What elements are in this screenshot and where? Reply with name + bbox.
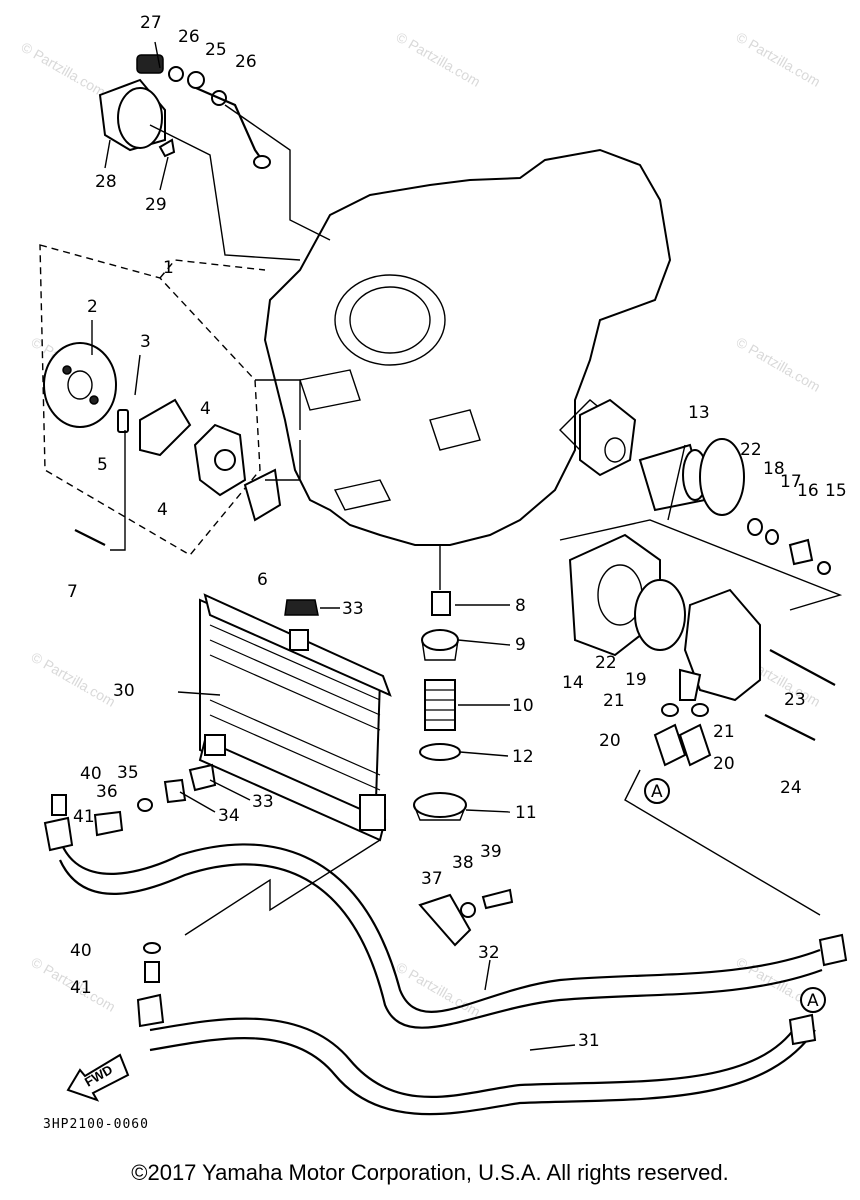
callout-27: 27 [140, 13, 162, 33]
callout-34: 34 [218, 806, 240, 826]
callout-13: 13 [688, 403, 710, 423]
callout-28: 28 [95, 172, 117, 192]
callout-8: 8 [515, 596, 526, 616]
callout-20: 20 [599, 731, 621, 751]
oil-cooler-hoses [43, 816, 848, 1116]
callout-20: 20 [713, 754, 735, 774]
marker-a-circle [644, 778, 670, 804]
oil-cooler [51, 593, 392, 842]
callout-25: 25 [205, 40, 227, 60]
callout-11: 11 [515, 803, 537, 823]
callout-32: 32 [478, 943, 500, 963]
oil-pump-assembly [39, 244, 301, 556]
callout-2: 2 [87, 297, 98, 317]
callout-16: 16 [797, 481, 819, 501]
watermark-text: © Partzilla.com [19, 39, 109, 100]
callout-30: 30 [113, 681, 135, 701]
callout-22: 22 [740, 440, 762, 460]
marker-a-circle [800, 987, 826, 1013]
callout-35: 35 [117, 763, 139, 783]
parts-diagram: © Partzilla.com © Partzilla.com © Partzi… [19, 13, 848, 1116]
relief-valve-stack [413, 545, 467, 821]
callout-33: 33 [342, 599, 364, 619]
callout-33: 33 [252, 792, 274, 812]
callout-29: 29 [145, 195, 167, 215]
callout-36: 36 [96, 782, 118, 802]
callout-41: 41 [70, 978, 92, 998]
callout-12: 12 [512, 747, 534, 767]
callout-37: 37 [421, 869, 443, 889]
copyright-notice: ©2017 Yamaha Motor Corporation, U.S.A. A… [131, 1160, 729, 1185]
marker-a: A [651, 782, 663, 802]
callout-labels: 27 26 25 26 28 29 1 2 3 4 5 4 6 7 13 22 … [67, 13, 847, 1051]
callout-31: 31 [578, 1031, 600, 1051]
callout-23: 23 [784, 690, 806, 710]
callout-9: 9 [515, 635, 526, 655]
callout-22: 22 [595, 653, 617, 673]
callout-26: 26 [235, 52, 257, 72]
callout-39: 39 [480, 842, 502, 862]
fwd-arrow: FWD [66, 1053, 130, 1102]
diagram-reference-code: 3HP2100-0060 [43, 1117, 149, 1132]
callout-14: 14 [562, 673, 584, 693]
callout-5: 5 [97, 455, 108, 475]
clamp-group [418, 888, 514, 947]
callout-10: 10 [512, 696, 534, 716]
crankcase-cover [263, 148, 672, 546]
watermark-text: © Partzilla.com [734, 334, 824, 395]
callout-38: 38 [452, 853, 474, 873]
callout-17: 17 [780, 472, 802, 492]
callout-3: 3 [140, 332, 151, 352]
oil-filter-group [559, 398, 843, 916]
watermark-text: © Partzilla.com [394, 29, 484, 90]
callout-40: 40 [80, 764, 102, 784]
filler-plug-group [98, 54, 331, 261]
callout-1: 1 [163, 258, 174, 278]
marker-a: A [807, 991, 819, 1011]
callout-40: 40 [70, 941, 92, 961]
callout-4: 4 [200, 399, 211, 419]
callout-7: 7 [67, 582, 78, 602]
callout-21: 21 [603, 691, 625, 711]
watermark-text: © Partzilla.com [734, 29, 824, 90]
callout-26: 26 [178, 27, 200, 47]
callout-24: 24 [780, 778, 802, 798]
watermark-text: © Partzilla.com [29, 649, 119, 710]
callout-6: 6 [257, 570, 268, 590]
callout-19: 19 [625, 670, 647, 690]
leader-lines [91, 41, 686, 1051]
callout-18: 18 [763, 459, 785, 479]
callout-21: 21 [713, 722, 735, 742]
callout-4: 4 [157, 500, 168, 520]
reference-markers: A A [644, 778, 826, 1013]
callout-41: 41 [73, 807, 95, 827]
callout-15: 15 [825, 481, 847, 501]
